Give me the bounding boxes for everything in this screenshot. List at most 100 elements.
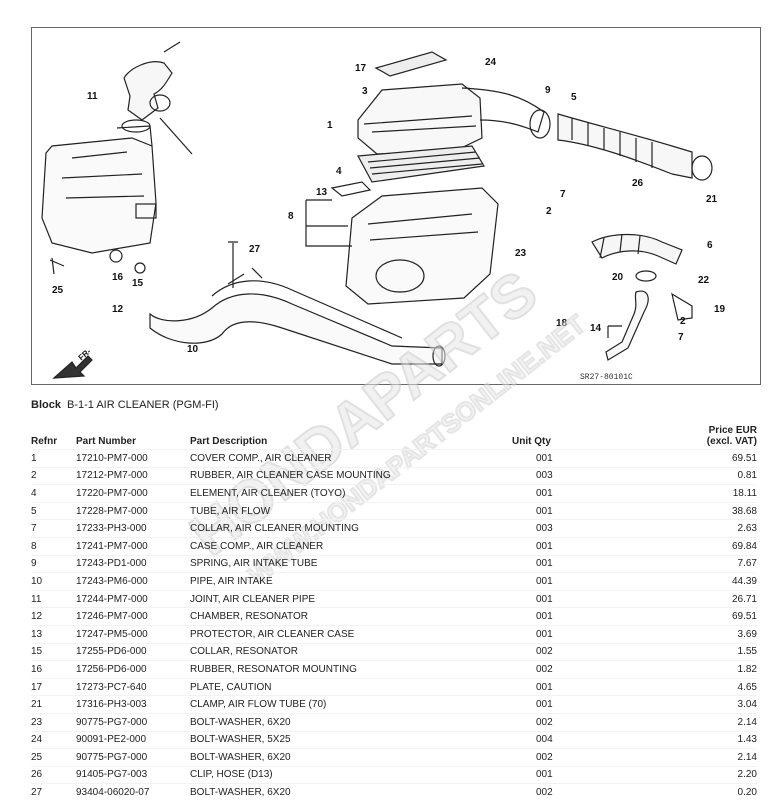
cell-refnr: 15 (31, 646, 43, 658)
cell-unit-qty: 001 (536, 769, 553, 781)
callout-7: 7 (560, 189, 566, 200)
cell-refnr: 27 (31, 787, 43, 799)
cell-part-number: 90775-PG7-000 (76, 751, 148, 763)
header-part-number: Part Number (76, 436, 137, 447)
cell-description: COLLAR, AIR CLEANER MOUNTING (190, 523, 359, 535)
cell-price: 0.20 (737, 787, 757, 799)
callout-25: 25 (52, 285, 64, 296)
cell-description: BOLT-WASHER, 6X20 (190, 787, 291, 799)
header-price-line1: Price EUR (708, 425, 757, 436)
cell-refnr: 1 (31, 452, 37, 464)
callout-23: 23 (515, 248, 527, 259)
cell-part-number: 91405-PG7-003 (76, 769, 148, 781)
callout-13: 13 (316, 187, 328, 198)
cell-part-number: 17210-PM7-000 (76, 452, 148, 464)
cell-part-number: 17233-PH3-000 (76, 523, 147, 535)
cell-refnr: 16 (31, 663, 43, 675)
cell-description: JOINT, AIR CLEANER PIPE (190, 593, 316, 605)
cell-unit-qty: 001 (536, 628, 553, 640)
cell-unit-qty: 001 (536, 575, 553, 587)
parts-table-body: 1 17210-PM7-000 COVER COMP., AIR CLEANER 00… (31, 449, 757, 801)
table-row[interactable]: 7 17233-PH3-000 COLLAR, AIR CLEANER MOUNTI… (31, 519, 757, 538)
cell-description: COLLAR, RESONATOR (190, 646, 298, 658)
callout-5: 5 (571, 92, 577, 103)
cell-refnr: 7 (31, 523, 37, 535)
header-unit-qty: Unit Qty (512, 436, 551, 447)
callout-8: 8 (288, 211, 294, 222)
cell-description: CLIP, HOSE (D13) (190, 769, 273, 781)
callout-16: 16 (112, 272, 124, 283)
cell-unit-qty: 004 (536, 734, 553, 746)
cell-description: PROTECTOR, AIR CLEANER CASE (190, 628, 355, 640)
cell-refnr: 21 (31, 699, 43, 711)
cell-price: 1.55 (737, 646, 757, 658)
callout-24: 24 (485, 57, 497, 68)
cell-description: ELEMENT, AIR CLEANER (TOYO) (190, 487, 346, 499)
cell-price: 69.51 (731, 611, 757, 623)
cell-description: CASE COMP., AIR CLEANER (190, 540, 324, 552)
cell-refnr: 26 (31, 769, 43, 781)
cell-part-number: 17212-PM7-000 (76, 470, 148, 482)
cell-part-number: 17241-PM7-000 (76, 540, 148, 552)
cell-part-number: 17228-PM7-000 (76, 505, 148, 517)
callout-14: 14 (590, 323, 602, 334)
callout-17: 17 (355, 63, 367, 74)
cell-refnr: 24 (31, 734, 43, 746)
cell-price: 1.82 (737, 663, 757, 675)
cell-refnr: 12 (31, 611, 43, 623)
cell-price: 1.43 (737, 734, 757, 746)
cell-unit-qty: 002 (536, 751, 553, 763)
callout-4: 4 (336, 166, 342, 177)
cell-unit-qty: 002 (536, 787, 553, 799)
cell-description: BOLT-WASHER, 5X25 (190, 734, 291, 746)
block-label: Block (31, 399, 61, 411)
cell-description: BOLT-WASHER, 6X20 (190, 751, 291, 763)
cell-description: COVER COMP., AIR CLEANER (190, 452, 332, 464)
header-description: Part Description (190, 436, 268, 447)
cell-part-number: 90091-PE2-000 (76, 734, 147, 746)
cell-unit-qty: 001 (536, 593, 553, 605)
cell-refnr: 17 (31, 681, 43, 693)
cell-part-number: 17247-PM5-000 (76, 628, 148, 640)
table-row[interactable]: 24 90091-PE2-000 BOLT-WASHER, 5X25 004 1.43 (31, 731, 757, 749)
cell-description: SPRING, AIR INTAKE TUBE (190, 558, 318, 570)
header-price: Price EUR (excl. VAT) (590, 417, 757, 450)
cell-price: 69.84 (731, 540, 757, 552)
callout-27: 27 (249, 244, 261, 255)
cell-unit-qty: 002 (536, 716, 553, 728)
callout-6: 6 (707, 240, 713, 251)
cell-unit-qty: 002 (536, 663, 553, 675)
cell-part-number: 17220-PM7-000 (76, 487, 148, 499)
callout-22: 22 (698, 275, 710, 286)
callout-18: 18 (556, 318, 568, 329)
cell-unit-qty: 001 (536, 611, 553, 623)
cell-part-number: 17316-PH3-003 (76, 699, 147, 711)
cell-price: 18.11 (732, 487, 757, 499)
callout-10: 10 (187, 344, 199, 355)
header-refnr: Refnr (31, 436, 58, 447)
cell-unit-qty: 001 (536, 699, 553, 711)
cell-unit-qty: 003 (536, 523, 553, 535)
cell-unit-qty: 001 (536, 681, 553, 693)
cell-unit-qty: 001 (536, 505, 553, 517)
cell-refnr: 25 (31, 751, 43, 763)
